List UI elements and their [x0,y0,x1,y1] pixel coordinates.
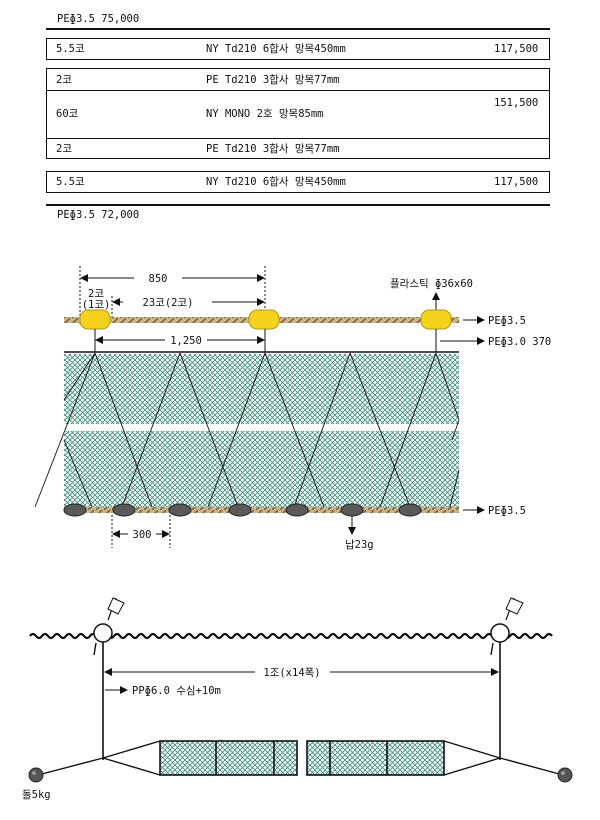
anchor-stone-left [28,767,44,783]
divider [46,204,550,206]
spec-group: 2코 PE Td210 3합사 망목77mm 151,500 60코 NY MO… [46,68,550,159]
flag-icon [505,597,524,615]
float [420,309,452,330]
sinker [398,503,422,517]
marker-buoy-right [490,597,524,760]
anchor-stone-right [557,767,573,783]
spec-row-3: 5.5코 NY Td210 6합사 망목450mm 117,500 [46,171,550,193]
span-label: 1조(x14폭) [263,667,320,679]
material-desc: NY Td210 6합사 망목450mm [206,43,346,55]
foot-rope-label: PEɸ3.5 [488,505,526,517]
divider [47,138,549,140]
mesh-count: 2코 [56,143,72,155]
mesh-count: 5.5코 [56,43,85,55]
material-desc: NY Td210 6합사 망목450mm [206,176,346,188]
head-rope-label: PEɸ3.0 370 [488,336,551,348]
dimension-23ko: 23코(2코) [111,296,265,320]
dim-23ko-label: 23코(2코) [143,297,194,309]
dim-850-label: 850 [149,273,168,285]
buoy-line-label: PPɸ6.0 수심+10m [132,685,221,697]
net-set-right [306,740,445,776]
sinker [63,503,87,517]
sinker [285,503,309,517]
marker-buoy-left [93,597,125,760]
float [248,309,280,330]
sinker [112,503,136,517]
material-desc: PE Td210 3합사 망목77mm [206,74,340,86]
dim-1250-label: 1,250 [170,335,202,347]
float [79,309,111,330]
float-rope-label: PEɸ3.5 [488,315,526,327]
net-set-left [159,740,298,776]
divider [46,28,550,30]
net-panel [34,351,460,508]
mesh-count: 5.5코 [56,176,85,188]
float-spec-label: 플라스틱 ɸ36x60 [390,278,473,290]
spec-row-1: 5.5코 NY Td210 6합사 망목450mm 117,500 [46,38,550,60]
price: 117,500 [494,176,539,188]
anchor-label: 돌5kg [22,789,51,801]
material-desc: PE Td210 3합사 망목77mm [206,143,340,155]
dim-1ko-label: (1코) [82,299,111,311]
top-rope-spec: PEɸ3.5 75,000 [57,13,140,25]
material-desc: NY MONO 2호 망목85mm [206,108,324,120]
price: 151,500 [494,97,539,109]
dim-300-label: 300 [133,529,152,541]
sinker [168,503,192,517]
foot-rope [64,507,459,513]
mesh-count: 60코 [56,108,79,120]
dim-2ko-label: 2코 [88,288,104,300]
flag-icon [107,597,125,615]
sinker [340,503,364,517]
bottom-rope-spec: PEɸ3.5 72,000 [57,209,140,221]
sea-surface [29,632,553,640]
sinker-label: 납23g [345,539,374,551]
divider [47,90,549,92]
price: 117,500 [494,43,539,55]
sinker [228,503,252,517]
mesh-count: 2코 [56,74,72,86]
